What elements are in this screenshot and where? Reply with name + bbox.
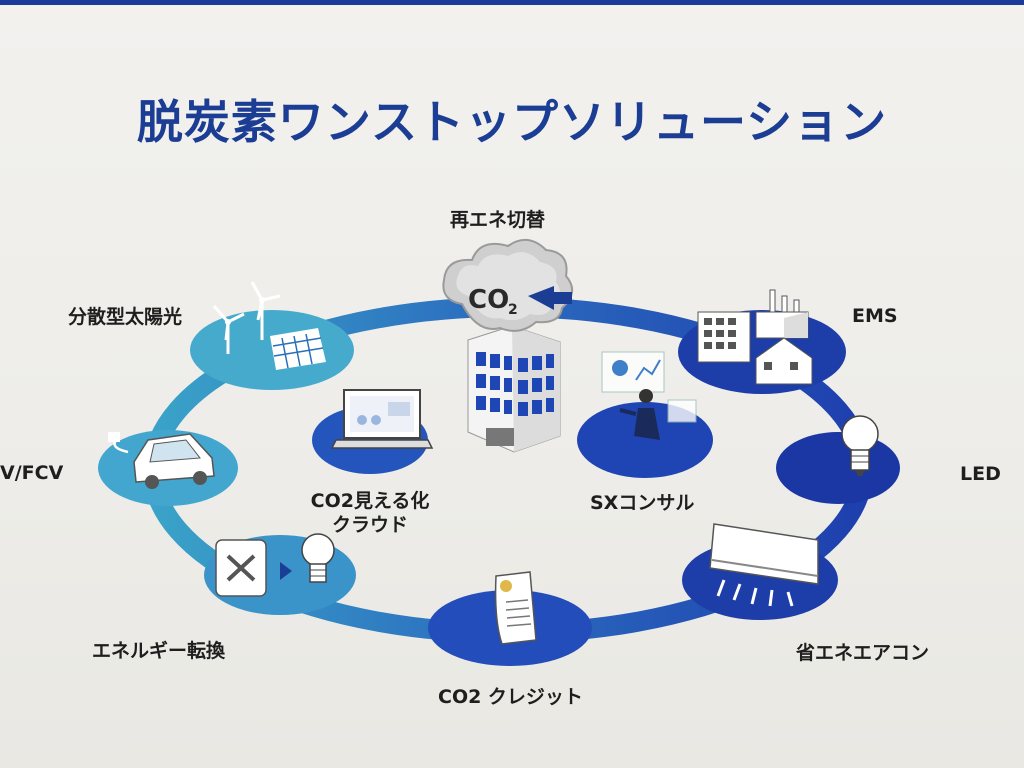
label-co2-cloud-line1: CO2見える化 [310,490,430,512]
label-ev-fcv: V/FCV [0,462,64,484]
page-title: 脱炭素ワンストップソリューション [136,95,888,149]
certificate-icon [494,571,537,645]
pad-led [776,432,900,504]
lightbulb-icon [841,415,879,476]
co2-badge-text: CO [468,285,509,315]
laptop-dashboard-icon [330,389,434,449]
fuel-can-icon [215,533,335,597]
label-co2-credit: CO2 クレジット [438,686,583,708]
label-sx-consulting: SXコンサル [590,492,695,514]
consultant-icon [601,351,697,440]
label-ems: EMS [852,305,898,327]
electric-car-icon [108,432,215,489]
co2-cloud-icon: CO 2 [442,239,573,332]
solar-wind-icon [212,281,326,370]
label-efficient-aircon: 省エネエアコン [796,642,930,664]
label-co2-cloud-line2: クラウド [331,514,408,536]
label-led: LED [960,463,1001,485]
co2-badge-subscript: 2 [508,302,518,318]
label-energy-conversion: エネルギー転換 [92,640,226,662]
label-renewable-switch: 再エネ切替 [450,209,546,231]
label-distributed-solar: 分散型太陽光 [68,306,183,328]
factory-icon [697,289,813,385]
air-conditioner-icon [709,523,819,607]
top-border [0,0,1024,5]
pad-solar [190,310,354,390]
central-building-icon [467,325,561,453]
